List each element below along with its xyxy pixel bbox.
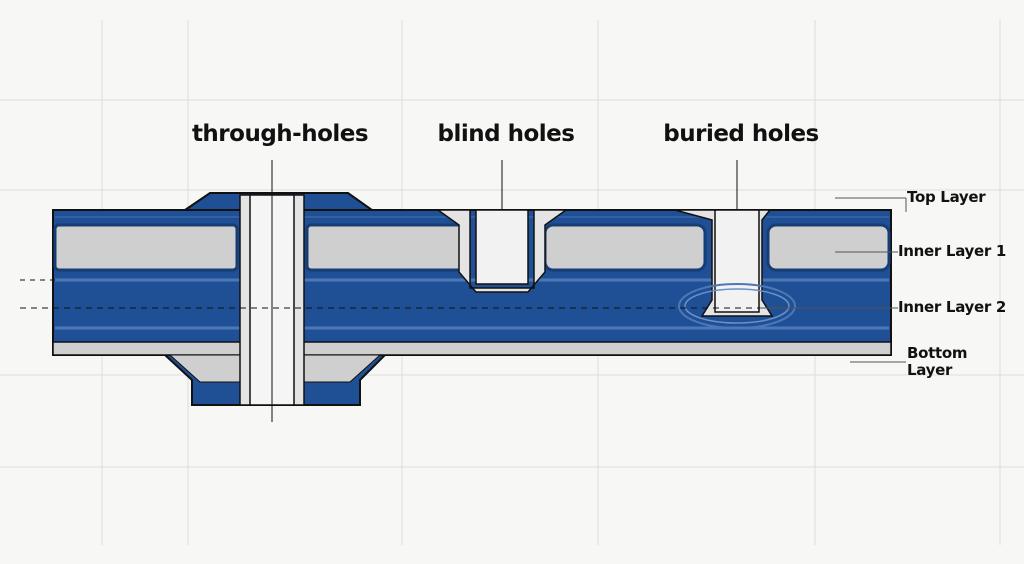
buried-hole-via [674,160,796,329]
bottom-layer-plate [52,341,892,383]
inner-layer-2-label: Inner Layer 2 [898,298,1007,316]
through-hole-via [239,160,305,422]
bottom-layer-label-line2: Layer [907,361,953,379]
buried-holes-title: buried holes [663,121,819,147]
leader-lines [760,197,907,363]
blind-holes-title: blind holes [437,121,575,147]
bottom-layer-label: Bottom Layer [907,344,968,379]
blind-hole-via [435,160,569,293]
top-layer-label: Top Layer [907,188,986,206]
inner-layer-1-dielectric [53,223,891,272]
through-holes-title: through-holes [191,121,369,147]
bottom-layer-label-line1: Bottom [907,344,968,362]
inner-layer-1-label: Inner Layer 1 [898,242,1007,260]
